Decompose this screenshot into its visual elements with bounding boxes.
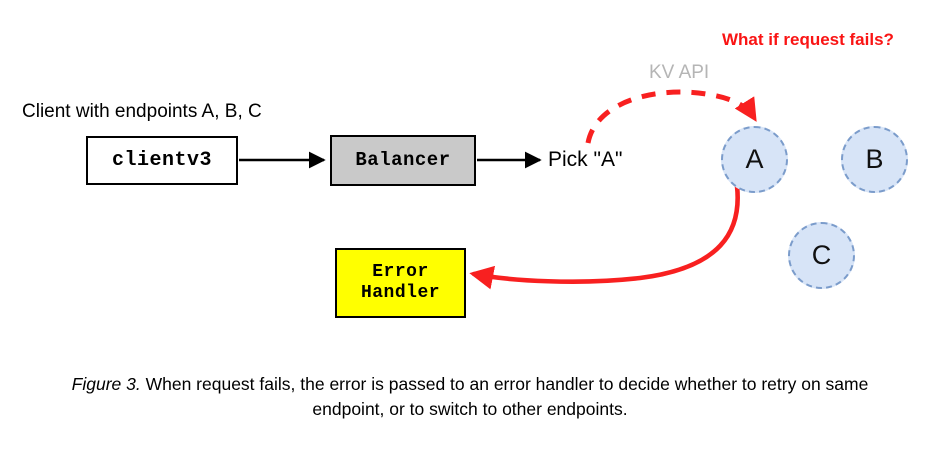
node-error-handler[interactable]: Error Handler xyxy=(335,248,466,318)
node-error-handler-line1: Error xyxy=(372,261,429,282)
node-balancer-label: Balancer xyxy=(355,149,451,172)
figure-caption-text: When request fails, the error is passed … xyxy=(140,374,869,420)
endpoint-circle-c[interactable]: C xyxy=(788,222,855,289)
endpoint-a-label: A xyxy=(745,144,764,174)
figure-number-label: Figure 3. xyxy=(71,374,141,394)
endpoint-b-label: B xyxy=(865,144,884,174)
connector-pick-a-to-endpoint-a xyxy=(585,89,757,144)
kv-api-label: KV API xyxy=(649,62,710,83)
endpoint-circle-a[interactable]: A xyxy=(721,126,788,193)
pick-a-label: Pick "A" xyxy=(548,148,623,171)
endpoint-circle-b[interactable]: B xyxy=(841,126,908,193)
what-if-request-fails-label: What if request fails? xyxy=(722,30,894,49)
client-endpoints-label: Client with endpoints A, B, C xyxy=(22,101,262,122)
connector-endpoint-a-to-error-handler xyxy=(469,183,740,290)
node-clientv3[interactable]: clientv3 xyxy=(86,136,238,185)
endpoint-c-label: C xyxy=(811,240,832,270)
node-error-handler-line2: Handler xyxy=(360,283,441,303)
figure-caption: Figure 3. When request fails, the error … xyxy=(70,372,870,423)
node-balancer[interactable]: Balancer xyxy=(330,135,476,186)
node-clientv3-label: clientv3 xyxy=(111,148,212,172)
